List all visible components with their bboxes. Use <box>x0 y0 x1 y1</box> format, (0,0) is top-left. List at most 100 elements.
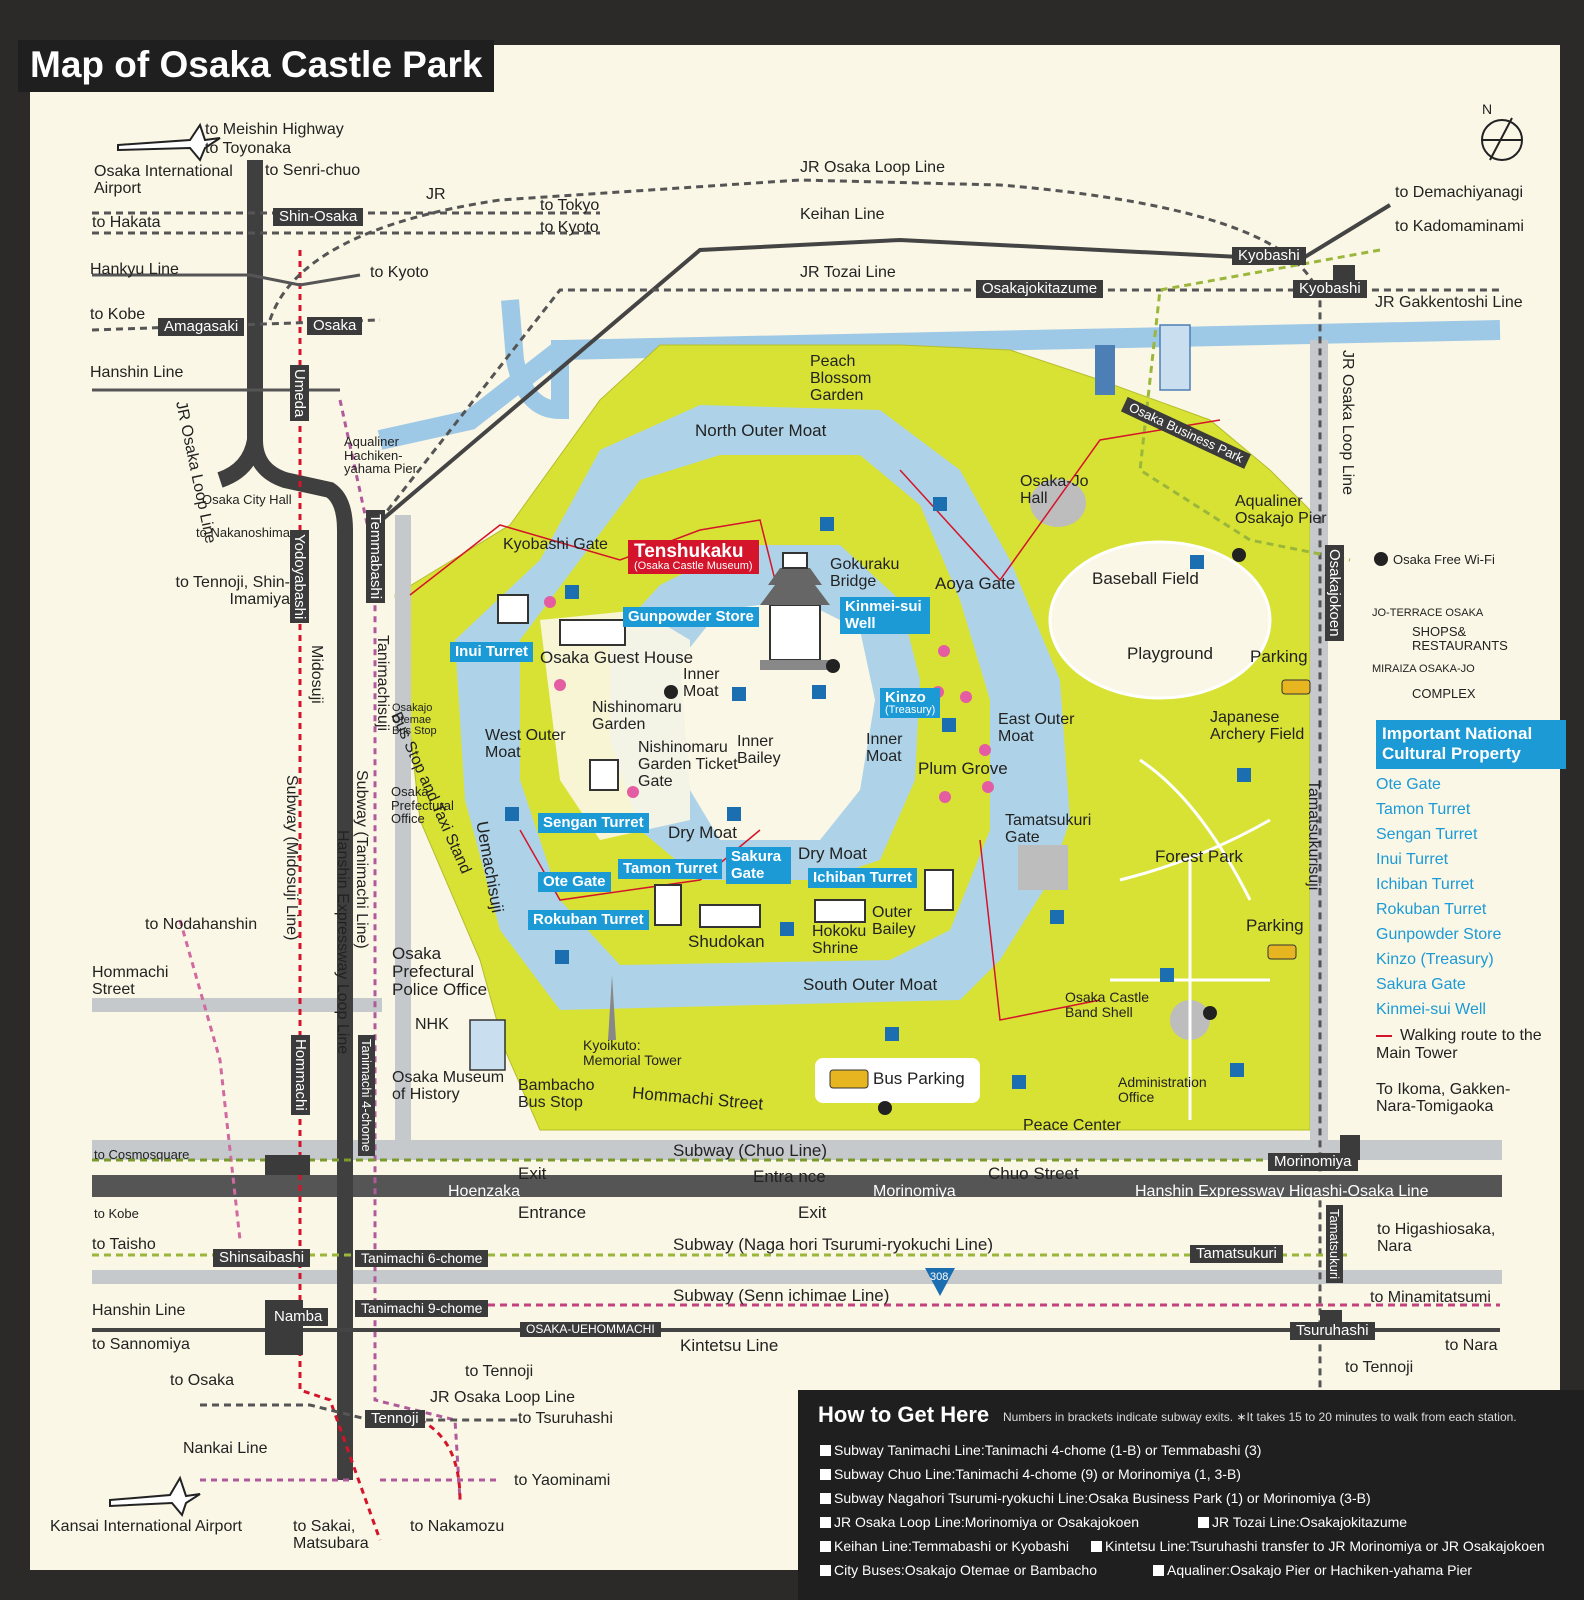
checkbox-square <box>820 1541 831 1552</box>
how-to-row: Kintetsu Line:Tsuruhashi transfer to JR … <box>1091 1538 1545 1554</box>
to-kobe-label-2: to Kobe <box>94 1206 139 1221</box>
to-nakanoshima-label: to Nakanoshima <box>196 525 290 540</box>
legend-item: Sakura Gate <box>1376 975 1466 993</box>
west-outer-moat-label: West Outer Moat <box>485 727 566 761</box>
osaka-airport-label: Osaka International Airport <box>94 163 233 197</box>
toilet-icons <box>505 497 1251 1089</box>
hankyu-line <box>92 273 361 287</box>
sakura-gate-label: Sakura Gate <box>726 847 791 884</box>
hommachi-street-road <box>92 998 382 1012</box>
checkbox-square <box>1153 1565 1164 1576</box>
to-higashiosaka-label: to Higashiosaka, Nara <box>1377 1221 1496 1255</box>
how-to-row-text: JR Tozai Line:Osakajokitazume <box>1212 1514 1408 1530</box>
jr-loop-south <box>200 1403 520 1422</box>
entrance-label-2: Entrance <box>518 1203 587 1222</box>
compass-cross <box>1482 117 1522 161</box>
tanimachi4-station: Tanimachi 4-chome <box>358 1035 375 1156</box>
map-title: Map of Osaka Castle Park <box>18 40 495 92</box>
guest-house-icon <box>559 619 626 646</box>
parking-label-1: Parking <box>1250 647 1308 666</box>
to-demachiyanagi-label: to Demachiyanagi <box>1395 184 1524 201</box>
subway-midosuji-label: Subway (Midosuji Line) <box>283 775 300 941</box>
expressway-branch <box>217 438 263 488</box>
walking-route-swatch <box>1376 1034 1392 1037</box>
free-wifi-label: Osaka Free Wi-Fi <box>1393 552 1495 567</box>
shops-label: SHOPS& RESTAURANTS <box>1412 624 1508 653</box>
nhk-label: NHK <box>415 1016 449 1033</box>
outer-bailey-label: Outer Bailey <box>872 904 916 938</box>
complex-label: COMPLEX <box>1412 686 1476 701</box>
aqualiner-hachiken-label: Aqualiner Hachiken-yahama Pier <box>344 434 417 477</box>
kyobashi-station: Kyobashi <box>1232 247 1306 265</box>
aqualiner-osakajo-label: Aqualiner Osakajo Pier <box>1235 493 1327 527</box>
tsuruhashi-station: Tsuruhashi <box>1290 1322 1375 1340</box>
hanshin-line-label-2: Hanshin Line <box>92 1302 186 1319</box>
to-nodahanshin-label: to Nodahanshin <box>145 916 258 933</box>
dry-moat-label-1: Dry Moat <box>668 823 737 842</box>
how-to-row-text: Keihan Line:Temmabashi or Kyobashi <box>834 1538 1070 1554</box>
to-sannomiya-label: to Sannomiya <box>92 1336 190 1353</box>
how-to-row-text: Aqualiner:Osakajo Pier or Hachiken-yaham… <box>1167 1562 1473 1578</box>
tanimachi6-station: Tanimachi 6-chome <box>355 1250 489 1267</box>
how-to-row-text: Subway Chuo Line:Tanimachi 4-chome (9) o… <box>834 1466 1241 1482</box>
shinsaibashi-station: Shinsaibashi <box>213 1249 311 1267</box>
subway-yotsubashi-line <box>178 919 242 1241</box>
legend-item: Tamon Turret <box>1376 800 1471 818</box>
gunpowder-store-label: Gunpowder Store <box>623 607 759 627</box>
subway-chuo-label: Subway (Chuo Line) <box>673 1141 828 1160</box>
to-tokyo-label: to Tokyo <box>540 197 600 214</box>
ichiban-turret-label: Ichiban Turret <box>808 868 917 888</box>
subway-tanimachi-label: Subway (Tanimachi Line) <box>353 770 370 949</box>
to-minamitatsumi-label: to Minamitatsumi <box>1370 1289 1491 1306</box>
checkbox-square <box>1198 1517 1209 1528</box>
how-to-row: Subway Chuo Line:Tanimachi 4-chome (9) o… <box>820 1466 1241 1482</box>
aoya-gate-label: Aoya Gate <box>935 574 1016 593</box>
police-office-label: Osaka Prefectural Police Office <box>392 944 488 999</box>
how-to-row: JR Tozai Line:Osakajokitazume <box>1198 1514 1407 1530</box>
to-meishin-label: to Meishin Highway <box>205 121 344 138</box>
to-senri-label: to Senri-chuo <box>265 162 361 179</box>
inui-turret-icon <box>497 594 529 624</box>
uehommachi-station: OSAKA-UEHOMMACHI <box>520 1322 661 1337</box>
nankai-line-label: Nankai Line <box>183 1440 268 1457</box>
to-tennoji-label-2: to Tennoji <box>1345 1359 1414 1376</box>
shudokan-icon <box>699 904 761 928</box>
subway-midosuji-line <box>298 250 382 1541</box>
subway-tanimachi-line <box>338 399 462 1501</box>
kinmei-well-label: Kinmei-sui Well <box>840 597 930 634</box>
nishinomaru-ticket-label: Nishinomaru Garden Ticket Gate <box>638 739 738 790</box>
dry-moat-label-2: Dry Moat <box>798 844 867 863</box>
jo-terrace-label: JO-TERRACE OSAKA <box>1372 607 1484 619</box>
inner-moat-label-1: Inner Moat <box>683 666 720 700</box>
uemachisuji-road <box>395 515 411 1145</box>
car-icon <box>1281 679 1311 695</box>
jr-loop-bottom-label: JR Osaka Loop Line <box>430 1389 575 1406</box>
airplane-icon <box>109 1475 201 1518</box>
hanshin-expressway-loop-label: Hanshin Expressway Loop Line <box>334 830 351 1055</box>
nishinomaru-area <box>540 610 690 840</box>
east-outer-moat-label: East Outer Moat <box>998 711 1075 745</box>
otemae-bus-label: Osakajo Otemae Bus Stop <box>392 702 437 738</box>
subway-nagahori-label: Subway (Naga hori Tsurumi-ryokuchi Line) <box>673 1235 993 1254</box>
rokuban-turret-label: Rokuban Turret <box>528 910 649 930</box>
chuo-street-label: Chuo Street <box>988 1164 1079 1183</box>
walking-route-label: Walking route to the Main Tower <box>1376 1026 1542 1062</box>
to-tsuruhashi-label: to Tsuruhashi <box>518 1410 613 1427</box>
legend-item: Gunpowder Store <box>1376 925 1502 943</box>
legend-item: Kinzo (Treasury) <box>1376 950 1494 968</box>
keihan-line-label: Keihan Line <box>800 206 885 223</box>
hommachi-station: Hommachi <box>291 1035 310 1115</box>
memorial-tower-icon <box>608 975 616 1040</box>
legend-item: Kinmei-sui Well <box>1376 1000 1486 1018</box>
namba-station: Namba <box>268 1308 329 1326</box>
kansai-airport-label: Kansai International Airport <box>50 1518 243 1535</box>
nagahori-line-green <box>1138 248 1381 562</box>
baseball-field-label: Baseball Field <box>1092 569 1199 588</box>
how-to-row-text: City Buses:Osakajo Otemae or Bambacho <box>834 1562 1098 1578</box>
kinzo-label: Kinzo (Treasury) <box>880 688 941 718</box>
bus-icon <box>829 1069 869 1089</box>
to-kobe-label: to Kobe <box>90 306 146 323</box>
tennoji-station: Tennoji <box>365 1410 425 1428</box>
checkbox-square <box>820 1565 831 1576</box>
